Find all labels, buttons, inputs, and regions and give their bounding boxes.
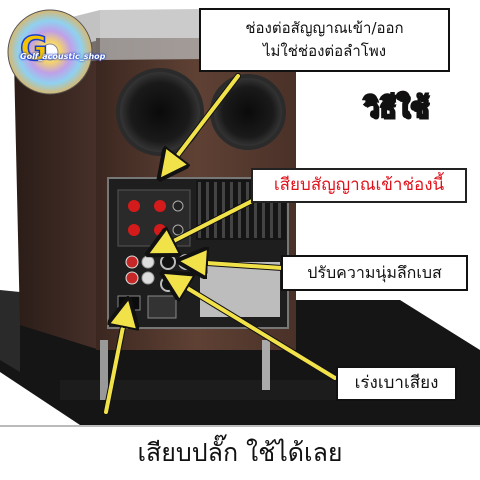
callout-arrows bbox=[103, 73, 338, 415]
power-inlet bbox=[117, 295, 141, 311]
rca-inputs bbox=[125, 255, 155, 285]
volume-label: เร่งเบาเสียง bbox=[336, 366, 457, 401]
cabinet-side bbox=[14, 40, 100, 350]
signal-io-label: ช่องต่อสัญญาณเข้า/ออก ไม่ใช่ช่องต่อลำโพง bbox=[199, 8, 450, 72]
bass-label: ปรับความนุ่มลึกเบส bbox=[281, 255, 468, 291]
signal-io-line1: ช่องต่อสัญญาณเข้า/ออก bbox=[245, 19, 404, 37]
plug-and-play-text: เสียบปลั๊ก ใช้ได้เลย bbox=[137, 438, 343, 467]
howto-title: วิธีใช้ bbox=[363, 90, 430, 125]
signal-io-line2: ไม่ใช่ช่องต่อลำโพง bbox=[262, 42, 387, 60]
logo-text: Golf_acoustic_shop bbox=[20, 52, 106, 61]
input-label: เสียบสัญญาณเข้าช่องนี้ bbox=[251, 168, 467, 203]
svg-text:G: G bbox=[20, 29, 48, 69]
bottom-banner: เสียบปลั๊ก ใช้ได้เลย bbox=[0, 425, 480, 480]
port-right bbox=[210, 74, 286, 150]
